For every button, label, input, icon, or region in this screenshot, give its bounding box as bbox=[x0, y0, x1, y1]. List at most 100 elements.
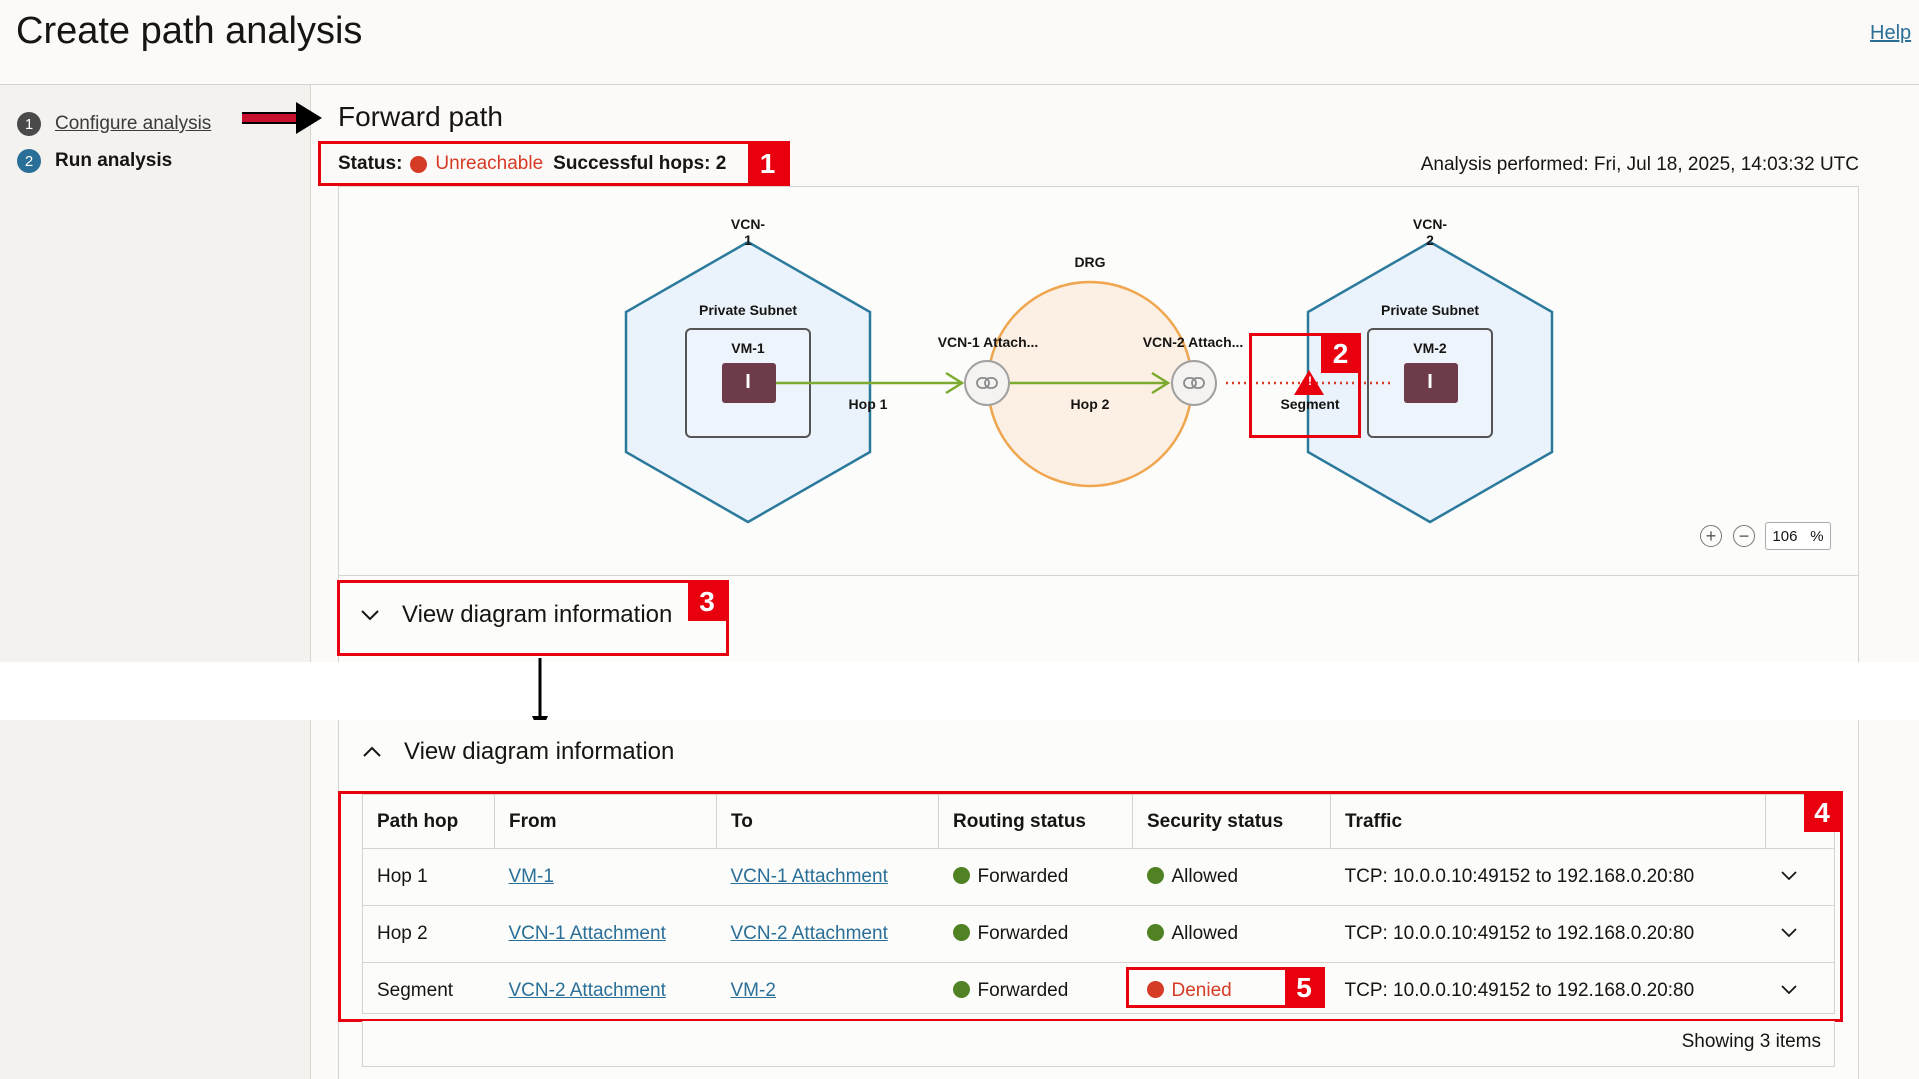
vcn-1-attachment-icon bbox=[964, 360, 1010, 406]
callout-badge-2: 2 bbox=[1321, 334, 1360, 373]
hop-2-label: Hop 2 bbox=[1070, 396, 1110, 412]
network-diagram bbox=[624, 240, 1554, 524]
chevron-down-icon bbox=[1780, 928, 1797, 938]
from-link[interactable]: VM-1 bbox=[508, 866, 554, 887]
chevron-down-icon bbox=[1780, 985, 1797, 995]
segment-label: Segment bbox=[1280, 396, 1340, 412]
table-row: Hop 2 VCN-1 Attachment VCN-2 Attachment … bbox=[363, 905, 1834, 963]
zoom-out-button[interactable]: − bbox=[1733, 525, 1755, 547]
to-link[interactable]: VCN-1 Attachment bbox=[730, 866, 888, 887]
warning-triangle-icon bbox=[1294, 370, 1324, 395]
vcn-2-attachment-icon bbox=[1171, 360, 1217, 406]
callout-badge-4: 4 bbox=[1804, 794, 1840, 832]
row-expand-button[interactable] bbox=[1765, 905, 1834, 963]
status-dot bbox=[1146, 981, 1164, 998]
view-diagram-info-toggle-collapsed[interactable]: View diagram information bbox=[360, 601, 672, 629]
vcn-2-label: VCN-2 bbox=[1412, 216, 1448, 248]
drg-label: DRG bbox=[1074, 254, 1106, 270]
subnet-1-label: Private Subnet bbox=[698, 302, 798, 318]
callout-badge-5: 5 bbox=[1285, 969, 1323, 1006]
vm-2-glyph: I bbox=[1427, 371, 1433, 393]
column-traffic[interactable]: Traffic bbox=[1330, 795, 1766, 849]
view-diagram-info-toggle-expanded[interactable]: View diagram information bbox=[362, 738, 674, 766]
analysis-timestamp: Analysis performed: Fri, Jul 18, 2025, 1… bbox=[1420, 154, 1859, 175]
cell-security-status: Allowed bbox=[1132, 848, 1331, 906]
table-row: Segment VCN-2 Attachment VM-2 Forwarded … bbox=[363, 962, 1834, 1020]
hop-2-arrowhead bbox=[1151, 371, 1171, 395]
callout-box-3 bbox=[337, 580, 729, 656]
callout-box-1 bbox=[318, 141, 790, 186]
page-header bbox=[0, 0, 1919, 85]
from-link[interactable]: VCN-1 Attachment bbox=[508, 923, 666, 944]
view-diagram-info-label: View diagram information bbox=[404, 738, 675, 765]
vm-1-glyph: I bbox=[745, 371, 751, 393]
vm-1-instance-icon bbox=[722, 363, 776, 403]
callout-box-5 bbox=[1126, 967, 1325, 1008]
status-dot bbox=[1146, 924, 1164, 941]
column-from[interactable]: From bbox=[494, 795, 717, 849]
warning-glyph: ! bbox=[1308, 374, 1312, 388]
transition-band bbox=[0, 662, 1919, 720]
security-status-value: Allowed bbox=[1171, 866, 1239, 887]
vcn-1-attachment-label: VCN-1 Attach... bbox=[937, 334, 1039, 350]
sidebar-lower bbox=[0, 720, 311, 1079]
callout-badge-1: 1 bbox=[748, 144, 787, 183]
zoom-level-field[interactable]: 106 % bbox=[1765, 522, 1831, 550]
forward-path-title: Forward path bbox=[338, 101, 503, 132]
step-number: 1 bbox=[17, 112, 41, 136]
vcn-2-attachment-label: VCN-2 Attach... bbox=[1142, 334, 1244, 350]
cell-traffic: TCP: 10.0.0.10:49152 to 192.168.0.20:80 bbox=[1330, 848, 1766, 906]
status-dot bbox=[1146, 867, 1164, 884]
step-label[interactable]: Configure analysis bbox=[55, 113, 212, 134]
cell-traffic: TCP: 10.0.0.10:49152 to 192.168.0.20:80 bbox=[1330, 962, 1766, 1020]
status-label: Status: bbox=[338, 153, 403, 174]
table-row: Hop 1 VM-1 VCN-1 Attachment Forwarded Al… bbox=[363, 848, 1834, 906]
column-to[interactable]: To bbox=[716, 795, 939, 849]
vcn-1-label: VCN-1 bbox=[730, 216, 766, 248]
diagram-info-table: Path hop From To Routing status Security… bbox=[363, 795, 1834, 1020]
status-dot bbox=[952, 867, 970, 884]
cell-traffic: TCP: 10.0.0.10:49152 to 192.168.0.20:80 bbox=[1330, 905, 1766, 963]
status-dot bbox=[952, 924, 970, 941]
routing-status-value: Forwarded bbox=[977, 980, 1069, 1001]
column-security-status[interactable]: Security status bbox=[1132, 795, 1331, 849]
security-status-value: Denied bbox=[1171, 980, 1232, 1001]
chevron-up-icon bbox=[363, 746, 381, 757]
pointer-arrow-icon bbox=[242, 102, 322, 134]
table-footer bbox=[362, 1021, 1835, 1067]
step-configure-analysis[interactable]: 1 Configure analysis bbox=[17, 112, 211, 136]
sidebar bbox=[0, 85, 311, 662]
step-number: 2 bbox=[17, 149, 41, 173]
cell-security-status: Allowed bbox=[1132, 905, 1331, 963]
subnet-2-label: Private Subnet bbox=[1380, 302, 1480, 318]
from-link[interactable]: VCN-2 Attachment bbox=[508, 980, 666, 1001]
successful-hops: Successful hops: 2 bbox=[553, 153, 727, 174]
chevron-down-icon bbox=[1780, 871, 1797, 881]
row-expand-button[interactable] bbox=[1765, 962, 1834, 1020]
to-link[interactable]: VM-2 bbox=[730, 980, 776, 1001]
view-diagram-info-label: View diagram information bbox=[402, 601, 673, 628]
hop-1-arrowhead bbox=[945, 371, 965, 395]
help-link[interactable]: Help bbox=[1870, 22, 1912, 44]
vm-2-label: VM-2 bbox=[1413, 340, 1447, 356]
status-line: Status: Unreachable Successful hops: 2 bbox=[338, 153, 726, 175]
cell-routing-status: Forwarded bbox=[938, 905, 1133, 963]
cell-routing-status: Forwarded bbox=[938, 962, 1133, 1020]
zoom-in-button[interactable]: + bbox=[1700, 525, 1722, 547]
column-path-hop[interactable]: Path hop bbox=[363, 795, 495, 849]
column-routing-status[interactable]: Routing status bbox=[938, 795, 1133, 849]
status-dot bbox=[410, 155, 428, 173]
row-expand-button[interactable] bbox=[1765, 848, 1834, 906]
chevron-down-icon bbox=[361, 610, 379, 621]
step-label: Run analysis bbox=[55, 150, 173, 171]
table-header-row: Path hop From To Routing status Security… bbox=[363, 795, 1834, 849]
callout-badge-3: 3 bbox=[688, 583, 726, 621]
vm-1-label: VM-1 bbox=[731, 340, 765, 356]
status-dot bbox=[952, 981, 970, 998]
cell-path-hop: Hop 2 bbox=[363, 905, 495, 963]
page-title: Create path analysis bbox=[16, 10, 363, 52]
to-link[interactable]: VCN-2 Attachment bbox=[730, 923, 888, 944]
vm-2-instance-icon bbox=[1404, 363, 1458, 403]
cell-routing-status: Forwarded bbox=[938, 848, 1133, 906]
step-run-analysis[interactable]: 2 Run analysis bbox=[17, 149, 172, 173]
